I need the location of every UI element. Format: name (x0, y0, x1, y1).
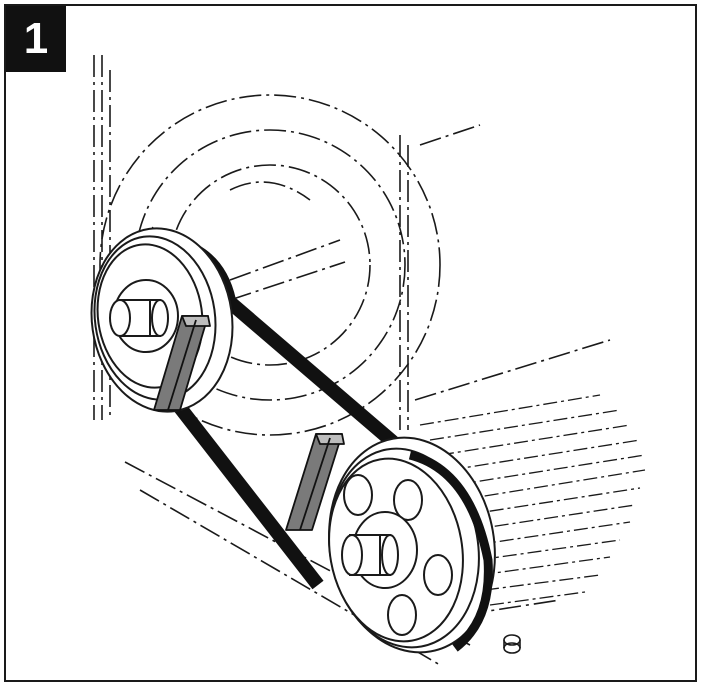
lower-pulley (328, 436, 496, 654)
step-badge: 1 (6, 6, 66, 72)
belt-alignment-gauge-right (285, 433, 345, 531)
lower-pulley-belt-rim (408, 450, 493, 652)
step-number: 1 (23, 14, 49, 63)
machine-housing (93, 55, 611, 666)
motor-foot-bolt (503, 634, 521, 654)
belt-alignment-gauge-left (153, 315, 211, 411)
motor-body (419, 394, 646, 606)
